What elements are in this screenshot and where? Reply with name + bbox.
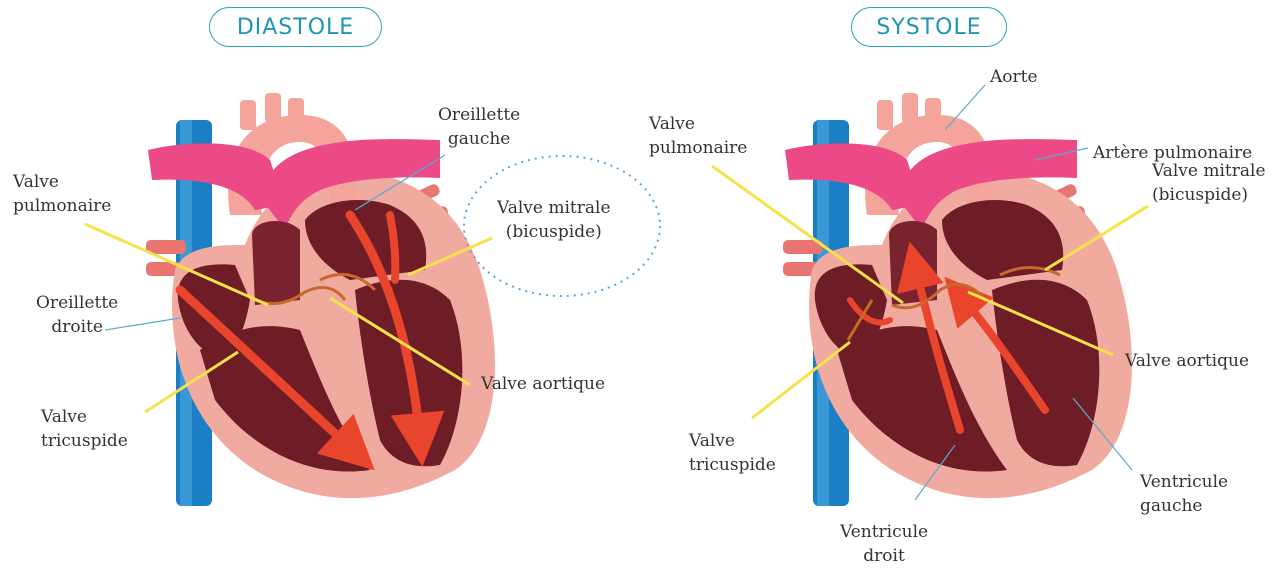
label-oreillette-droite: Oreillette droite bbox=[36, 291, 118, 339]
label-ventricule-gauche: Ventricule gauche bbox=[1140, 470, 1228, 518]
label-valve-mitrale-systole: Valve mitrale (bicuspide) bbox=[1152, 159, 1266, 207]
label-valve-tricuspide: Valve tricuspide bbox=[41, 405, 128, 453]
label-valve-pulmonaire-systole: Valve pulmonaire bbox=[649, 112, 747, 160]
label-oreillette-gauche: Oreillette gauche bbox=[438, 103, 520, 151]
label-ventricule-droit: Ventricule droit bbox=[840, 520, 928, 568]
label-valve-mitrale: Valve mitrale (bicuspide) bbox=[497, 196, 611, 244]
label-valve-aortique: Valve aortique bbox=[481, 372, 605, 396]
label-valve-pulmonaire: Valve pulmonaire bbox=[13, 170, 111, 218]
label-valve-tricuspide-systole: Valve tricuspide bbox=[689, 429, 776, 477]
label-aorte: Aorte bbox=[990, 65, 1038, 89]
label-valve-aortique-systole: Valve aortique bbox=[1125, 349, 1249, 373]
